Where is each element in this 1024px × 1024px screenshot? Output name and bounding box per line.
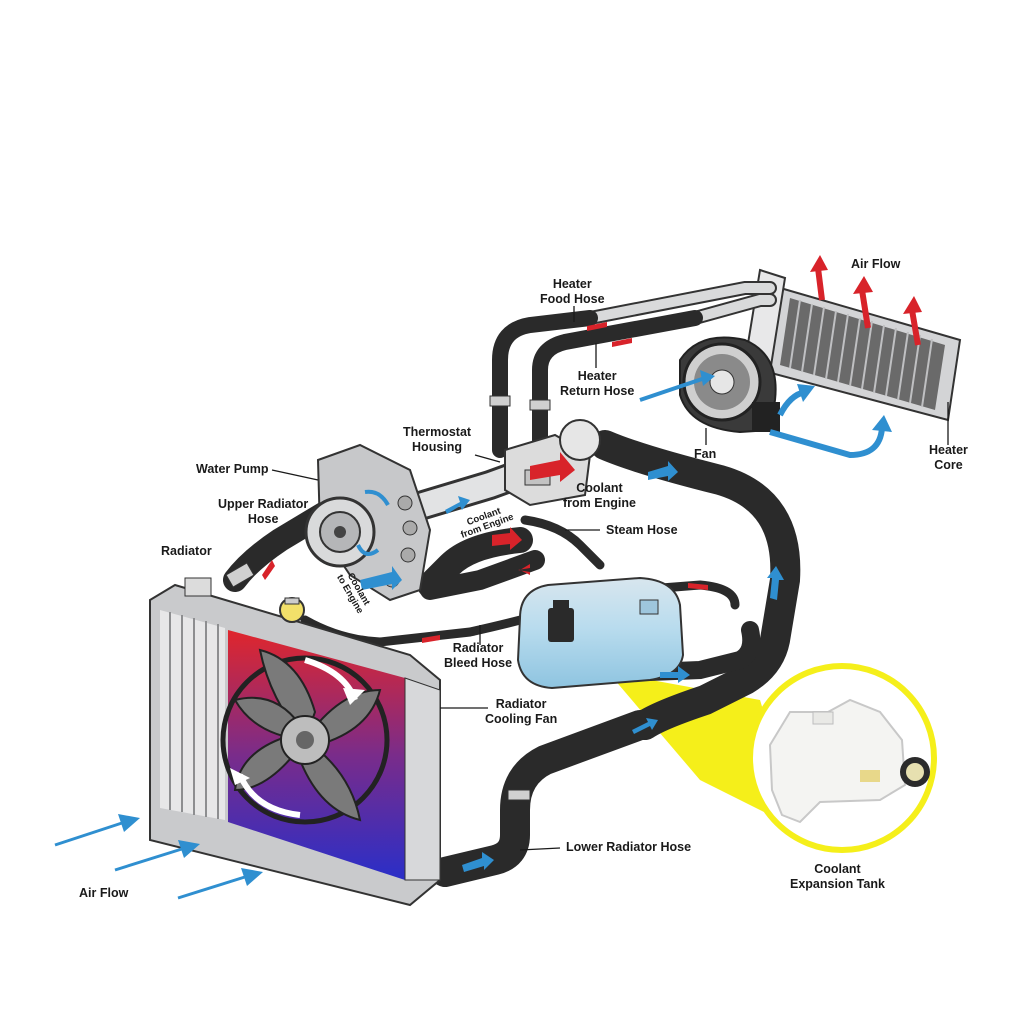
fan-label: Fan (694, 447, 717, 461)
lower-radiator-hose (430, 710, 655, 887)
water-pump-label: Water Pump (196, 462, 269, 476)
heater-core (743, 268, 962, 422)
heater-return-hose (532, 310, 703, 448)
water-pump (304, 443, 432, 602)
steam-hose-label: Steam Hose (606, 523, 678, 537)
radiator-label: Radiator (161, 544, 212, 558)
air-flow-top-label: Air Flow (851, 257, 901, 271)
cold-flow-arrows (54, 370, 892, 900)
hot-flow-arrows (262, 255, 922, 643)
radiator-cooling-fan (220, 648, 390, 825)
steam-hose (520, 515, 605, 570)
air-flow-bottom-label: Air Flow (79, 886, 129, 900)
expansion-tank-photo (768, 698, 930, 824)
heater-food-hose (492, 310, 598, 458)
leader-lines (271, 306, 949, 851)
lower-radiator-hose-label: Lower Radiator Hose (566, 840, 692, 854)
coolant-expansion-tank (516, 576, 685, 690)
heater-fan (679, 336, 780, 434)
